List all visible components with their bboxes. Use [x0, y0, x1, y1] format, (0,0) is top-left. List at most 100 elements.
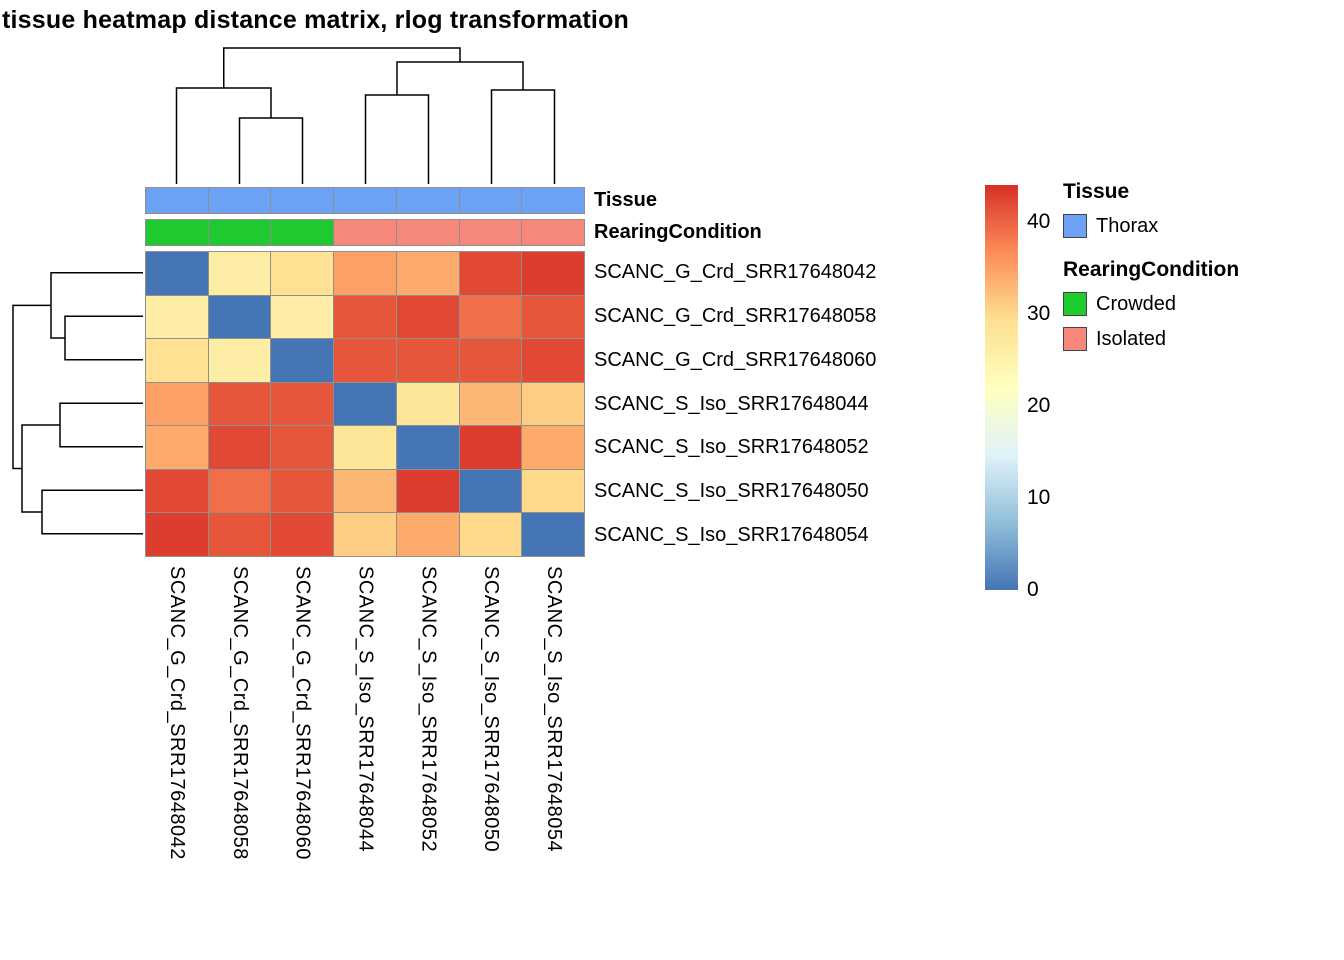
colorbar-tick-label: 0	[1027, 578, 1039, 601]
figure-title: tissue heatmap distance matrix, rlog tra…	[2, 6, 630, 34]
column-label: SCANC_S_Iso_SRR17648054	[543, 566, 566, 853]
heatmap-cell	[208, 513, 271, 556]
tissue-annotation-cell	[522, 188, 584, 213]
column-label: SCANC_S_Iso_SRR17648050	[480, 566, 503, 853]
tissue-annotation-cell	[459, 188, 522, 213]
heatmap-cell	[459, 513, 522, 556]
heatmap-cell	[459, 339, 522, 382]
heatmap-cell	[396, 252, 459, 295]
heatmap-cell	[522, 382, 584, 426]
row-label: SCANC_G_Crd_SRR17648042	[594, 261, 877, 284]
heatmap-grid	[145, 251, 585, 557]
colorbar-gradient	[985, 185, 1018, 590]
legend-item-label: Crowded	[1096, 292, 1177, 315]
colorbar-tick-label: 10	[1027, 485, 1051, 509]
heatmap-cell	[146, 426, 208, 469]
row-dendrogram	[12, 272, 143, 535]
legend-section-header: RearingCondition	[1063, 258, 1240, 281]
rearing-annotation-cell	[522, 220, 584, 245]
column-label: SCANC_S_Iso_SRR17648044	[354, 566, 377, 853]
rearing-annotation-label: RearingCondition	[594, 221, 762, 243]
heatmap-cell	[522, 252, 584, 295]
row-label: SCANC_G_Crd_SRR17648058	[594, 305, 877, 328]
heatmap-cell	[208, 339, 271, 382]
row-label: SCANC_S_Iso_SRR17648044	[594, 392, 869, 415]
legend-item-label: Thorax	[1096, 214, 1159, 237]
row-label: SCANC_S_Iso_SRR17648054	[594, 523, 869, 546]
heatmap-cell	[271, 382, 334, 426]
heatmap-cell	[146, 513, 208, 556]
legend-swatch	[1063, 292, 1087, 316]
heatmap-cell	[396, 339, 459, 382]
heatmap-cell	[208, 252, 271, 295]
heatmap-cell	[271, 426, 334, 469]
row-label: SCANC_G_Crd_SRR17648060	[594, 348, 877, 371]
tissue-annotation-cell	[334, 188, 396, 213]
heatmap-cell	[208, 382, 271, 426]
heatmap-cell	[146, 382, 208, 426]
heatmap-cell	[271, 252, 334, 295]
tissue-annotation-cell	[146, 188, 208, 213]
heatmap-cell	[396, 513, 459, 556]
heatmap-cell	[459, 295, 522, 339]
heatmap-cell	[459, 252, 522, 295]
tissue-annotation-bar	[145, 187, 585, 214]
heatmap-cell	[334, 339, 396, 382]
heatmap-cell	[208, 469, 271, 513]
legend-item: Thorax	[1063, 214, 1333, 238]
heatmap-cell	[522, 426, 584, 469]
heatmap-cell	[334, 252, 396, 295]
legend-swatch	[1063, 327, 1087, 351]
heatmap-cell	[208, 295, 271, 339]
heatmap-cell	[396, 295, 459, 339]
heatmap-cell	[208, 426, 271, 469]
colorbar-tick-label: 20	[1027, 393, 1051, 417]
heatmap-cell	[271, 339, 334, 382]
rearing-annotation-cell	[334, 220, 396, 245]
tissue-annotation-label: Tissue	[594, 189, 657, 211]
heatmap-cell	[522, 469, 584, 513]
rearing-annotation-cell	[146, 220, 208, 245]
heatmap-cell	[271, 513, 334, 556]
colorbar-tick-label: 30	[1027, 301, 1051, 325]
heatmap-cell	[396, 382, 459, 426]
legend-item-label: Isolated	[1096, 327, 1167, 350]
heatmap-cell	[396, 469, 459, 513]
column-label: SCANC_G_Crd_SRR17648042	[165, 566, 188, 860]
heatmap-cell	[146, 339, 208, 382]
heatmap-cell	[459, 426, 522, 469]
heatmap-cell	[396, 426, 459, 469]
legend-item: Isolated	[1063, 327, 1333, 351]
heatmap-cell	[334, 382, 396, 426]
heatmap-cell	[459, 469, 522, 513]
heatmap-cell	[146, 295, 208, 339]
heatmap-cell	[522, 513, 584, 556]
row-label: SCANC_S_Iso_SRR17648050	[594, 479, 869, 502]
row-label: SCANC_S_Iso_SRR17648052	[594, 436, 869, 459]
column-label: SCANC_S_Iso_SRR17648052	[417, 566, 440, 853]
heatmap-cell	[522, 339, 584, 382]
column-label: SCANC_G_Crd_SRR17648058	[228, 566, 251, 860]
rearing-annotation-cell	[208, 220, 271, 245]
heatmap-cell	[334, 295, 396, 339]
legend-swatch	[1063, 214, 1087, 238]
heatmap-cell	[146, 252, 208, 295]
heatmap-cell	[271, 295, 334, 339]
rearing-annotation-bar	[145, 219, 585, 246]
tissue-annotation-cell	[271, 188, 334, 213]
column-label: SCANC_G_Crd_SRR17648060	[291, 566, 314, 860]
heatmap-cell	[146, 469, 208, 513]
heatmap-cell	[522, 295, 584, 339]
legend-section-header: Tissue	[1063, 180, 1130, 203]
heatmap-cell	[334, 513, 396, 556]
rearing-annotation-cell	[396, 220, 459, 245]
heatmap-cell	[459, 382, 522, 426]
heatmap-cell	[271, 469, 334, 513]
heatmap-cell	[334, 469, 396, 513]
